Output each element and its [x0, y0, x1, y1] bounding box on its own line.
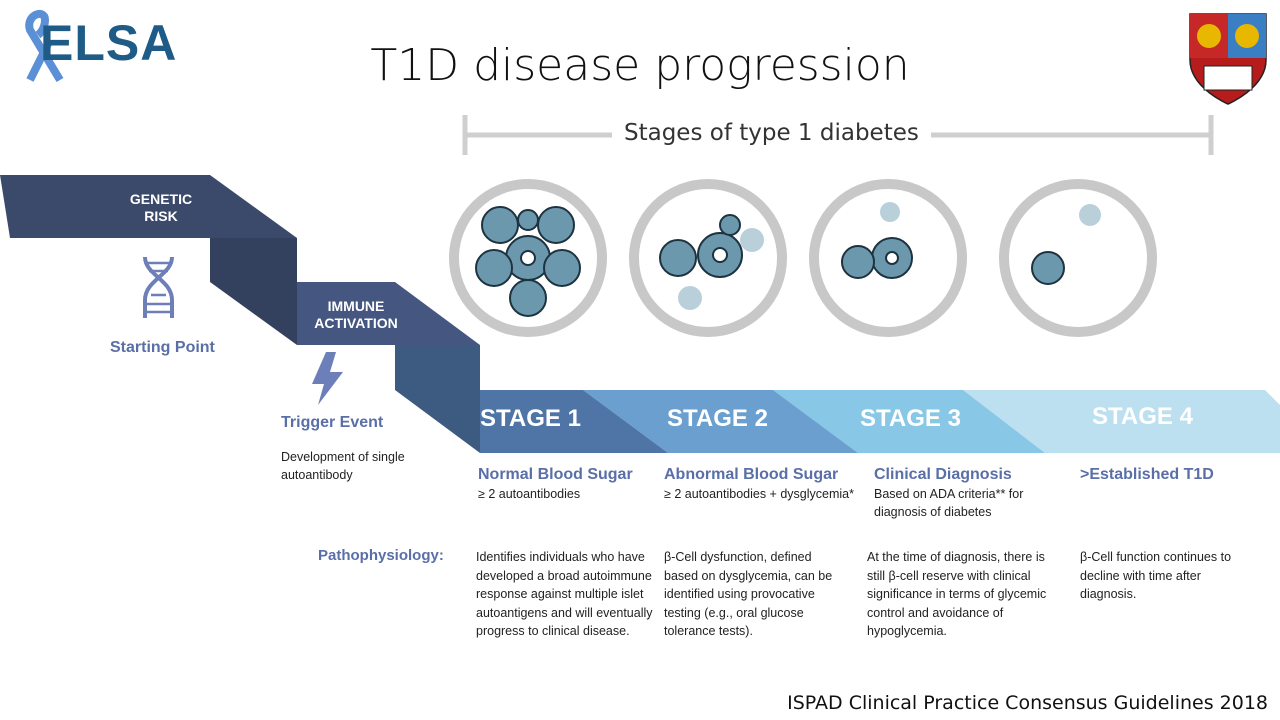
band-stage-2	[583, 390, 858, 453]
immune-activation-line2: ACTIVATION	[314, 315, 398, 331]
stage-4-heading: >Established T1D	[1080, 466, 1214, 483]
stages-header: Stages of type 1 diabetes	[612, 120, 931, 146]
beta-cells-stage2	[659, 214, 764, 310]
beta-cells-stage3	[841, 202, 913, 279]
stage-3-description: At the time of diagnosis, there is still…	[867, 550, 1047, 638]
lightning-icon	[312, 352, 343, 405]
trigger-event-detail: Development of single autoantibody	[281, 450, 405, 482]
elsa-logo: ELSA	[40, 15, 178, 71]
stage-2-heading: Abnormal Blood Sugar	[664, 466, 839, 483]
stage-1-label: STAGE 1	[480, 405, 581, 432]
university-crest-logo	[1189, 13, 1267, 105]
band-genetic-risk	[0, 175, 297, 238]
immune-activation-line1: IMMUNE	[327, 298, 385, 314]
dna-icon	[143, 256, 175, 318]
band-fold-2	[395, 345, 480, 453]
stage-1-heading: Normal Blood Sugar	[478, 466, 633, 483]
beta-cells-stage1	[475, 206, 581, 317]
genetic-risk-line2: RISK	[144, 208, 178, 224]
band-stage-3	[773, 390, 1045, 453]
stage-3-label: STAGE 3	[860, 405, 961, 432]
islet-circles	[449, 179, 1157, 337]
band-stage-4	[963, 390, 1280, 453]
band-fold-1	[210, 238, 297, 345]
stage-3-heading: Clinical Diagnosis	[874, 466, 1012, 483]
stage-2-sub: ≥ 2 autoantibodies + dysglycemia*	[664, 487, 854, 501]
beta-cells-stage4	[1031, 204, 1101, 285]
citation-footer: ISPAD Clinical Practice Consensus Guidel…	[787, 692, 1268, 714]
stage-3-sub: Based on ADA criteria** for diagnosis of…	[874, 487, 1024, 519]
stage-2-description: β-Cell dysfunction, defined based on dys…	[664, 550, 833, 638]
page-title: T1D disease progression	[370, 40, 910, 91]
band-immune-activation	[297, 282, 480, 345]
pathophysiology-label: Pathophysiology:	[318, 547, 444, 564]
starting-point-caption: Starting Point	[110, 339, 215, 356]
band-stage-1	[480, 390, 668, 453]
stage-2-label: STAGE 2	[667, 405, 768, 432]
stage-4-label: STAGE 4	[1092, 403, 1193, 430]
trigger-event-caption: Trigger Event	[281, 414, 384, 431]
stage-1-description: Identifies individuals who have develope…	[476, 550, 653, 638]
stage-4-description: β-Cell function continues to decline wit…	[1080, 550, 1232, 601]
stage-1-sub: ≥ 2 autoantibodies	[478, 487, 581, 501]
genetic-risk-line1: GENETIC	[129, 191, 193, 207]
awareness-ribbon-icon	[25, 9, 64, 83]
